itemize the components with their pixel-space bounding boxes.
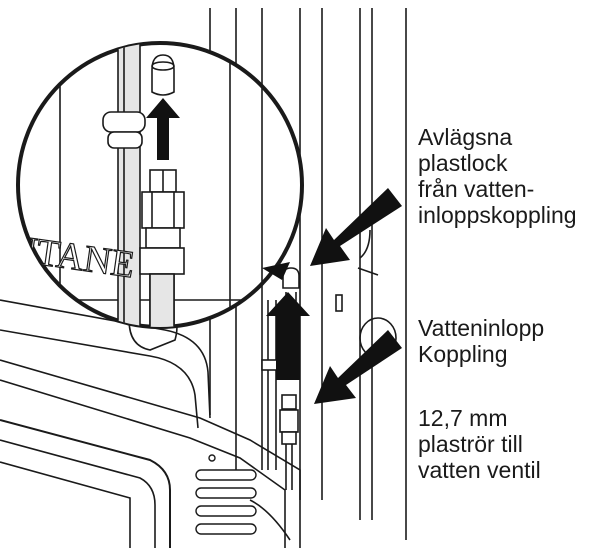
callout-remove-caps-line-2: plastlock: [418, 150, 508, 176]
arrow-up-tube-icon: [266, 292, 310, 380]
arrow-inlet-icon: [314, 330, 402, 404]
magnifier-pointer: [262, 262, 290, 280]
vent-slots: [195, 454, 257, 535]
callout-tubing-line-2: plaströr till: [418, 431, 523, 457]
up-arrow-icon: [146, 98, 180, 160]
callout-tubing-line-3: vatten ventil: [418, 457, 541, 483]
arrow-remove-caps-icon: [310, 188, 402, 266]
callout-remove-caps-line-3: från vatten-: [418, 176, 535, 202]
callout-water-inlet: Vatteninlopp Koppling: [418, 315, 544, 367]
callout-water-inlet-line-1: Vatteninlopp: [418, 315, 545, 341]
magnified-view: NTANE: [16, 41, 304, 329]
callout-tubing-line-1: 12,7 mm: [418, 405, 508, 431]
callout-tubing: 12,7 mm plaströr till vatten ventil: [418, 405, 541, 483]
callout-remove-caps: Avlägsna plastlock från vatten- inloppsk…: [418, 124, 577, 228]
callout-remove-caps-line-1: Avlägsna: [418, 124, 513, 150]
callout-water-inlet-line-2: Koppling: [418, 341, 508, 367]
callout-remove-caps-line-4: inloppskoppling: [418, 202, 577, 228]
appliance-front-panel: [0, 299, 301, 548]
